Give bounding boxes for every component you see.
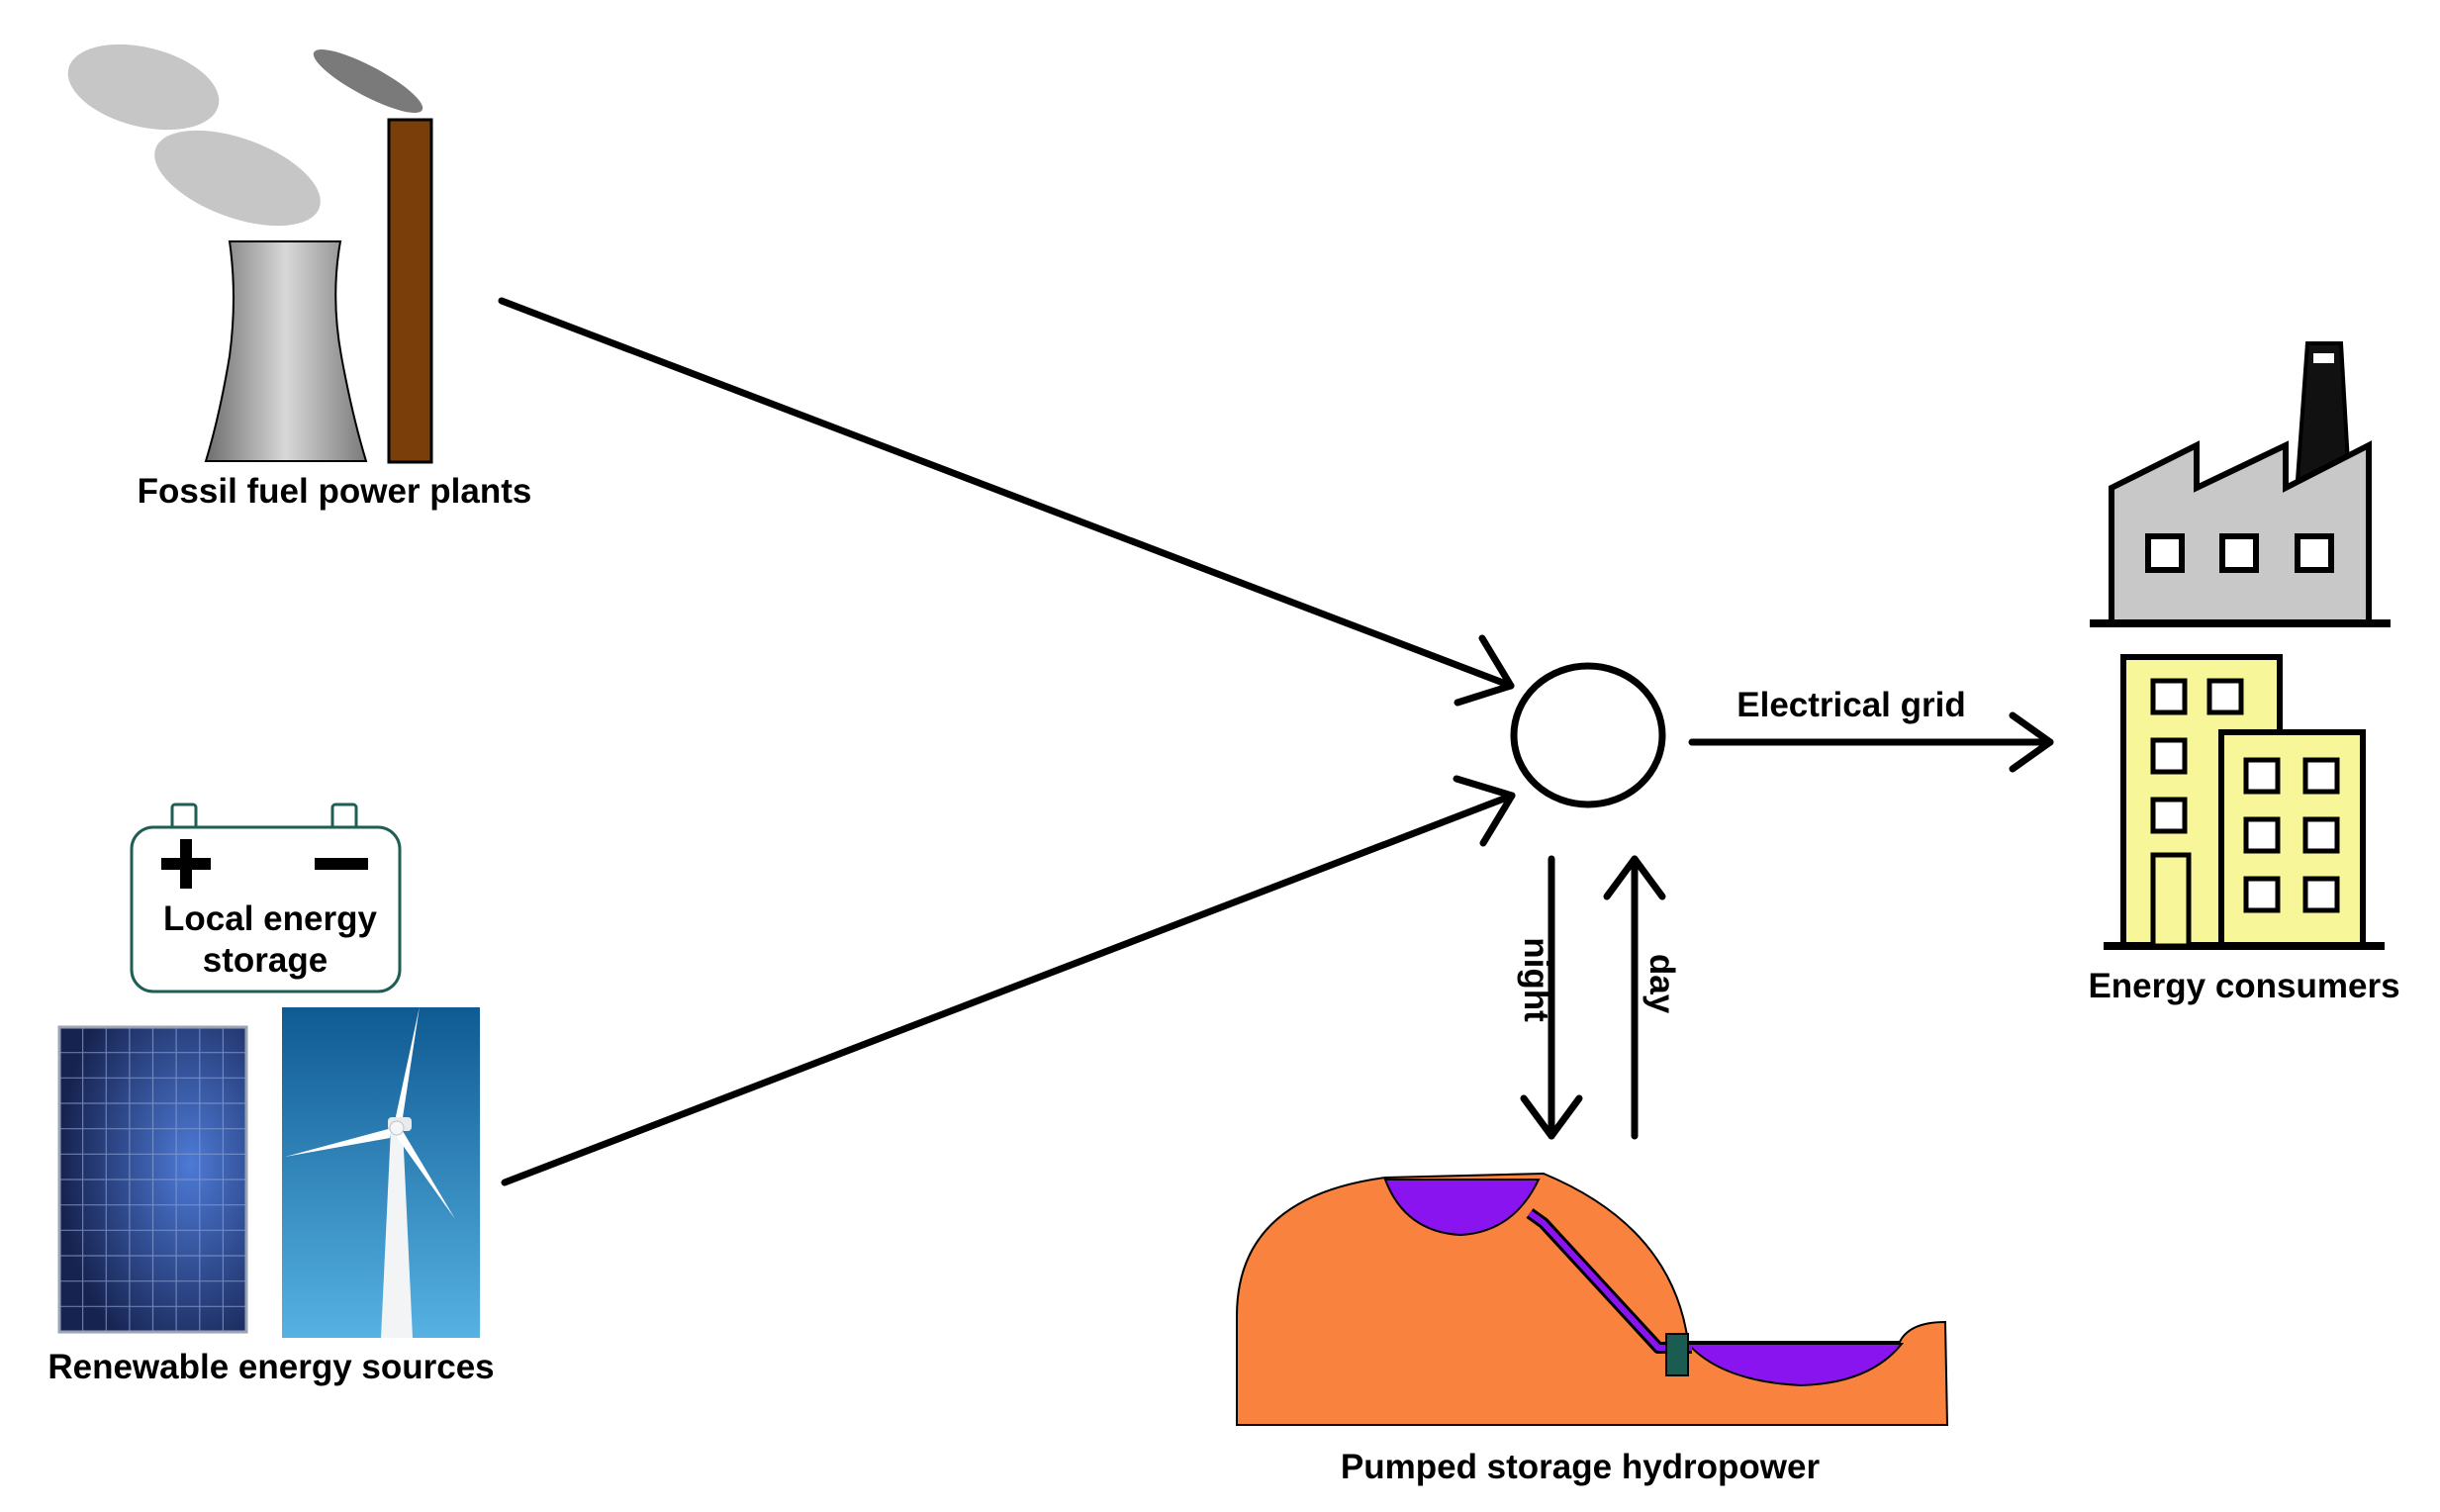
storage-label-line2: storage [203,941,328,980]
hydro-label: Pumped storage hydropower [1341,1448,1821,1486]
upper-reservoir [1383,1179,1541,1237]
night-arrow [1520,855,1583,1140]
flow-arrows [498,297,2054,1186]
plus-icon [161,839,211,889]
wind-turbine-icon [282,1006,480,1338]
energy-consumers: Energy consumers [2088,341,2400,1005]
battery-icon: Local energy storage [130,803,402,993]
renewable-arrow [501,775,1516,1186]
fossil-arrow [498,297,1515,707]
smoke-icon [67,44,423,227]
lower-reservoir [1685,1343,1905,1387]
terrain [1236,1172,1949,1426]
storage-label-line1: Local energy [163,899,377,938]
grid-node-icon [1510,662,1666,808]
night-label: night [1517,937,1555,1022]
fossil-label: Fossil fuel power plants [138,472,532,511]
consumers-label: Energy consumers [2088,967,2399,1005]
cooling-tower-icon [204,240,368,462]
day-label: day [1642,954,1681,1014]
fossil-fuel-plants: Fossil fuel power plants [67,44,532,511]
day-arrow [1603,855,1666,1140]
smokestack-icon [387,118,433,464]
renewable-sources: Renewable energy sources [47,1006,495,1386]
renewable-label: Renewable energy sources [47,1348,494,1386]
office-building-icon [2104,654,2385,950]
factory-icon [2090,341,2391,627]
turbine-icon [1665,1333,1689,1376]
solar-panel-icon [57,1025,248,1334]
grid-arrow [1688,711,2054,773]
grid-label: Electrical grid [1736,686,1965,724]
pumped-storage-icon: Pumped storage hydropower [1236,1172,1949,1486]
